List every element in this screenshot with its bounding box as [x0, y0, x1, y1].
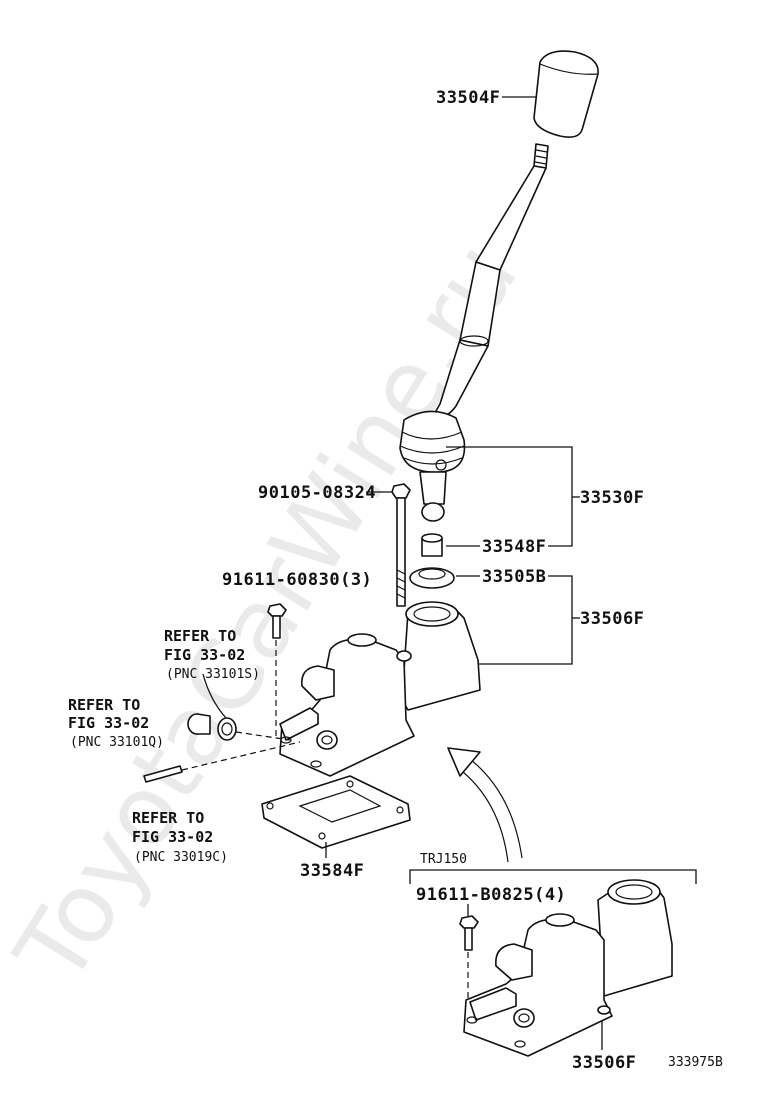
gasket[interactable] — [261, 775, 411, 849]
label-seal: 33505B — [482, 567, 546, 587]
shift-lever[interactable] — [431, 143, 549, 420]
label-knob: 33504F — [436, 88, 500, 108]
ref-note-33101s: REFER TO FIG 33-02 (PNC 33101S) — [164, 627, 260, 682]
trj-housing[interactable] — [463, 879, 673, 1057]
long-bolt[interactable] — [391, 483, 411, 607]
svg-text:(PNC 33101Q): (PNC 33101Q) — [70, 735, 164, 750]
label-housing-trj: 33506F — [572, 1053, 636, 1073]
svg-text:REFER TO: REFER TO — [132, 809, 204, 827]
label-gasket: 33584F — [300, 861, 364, 881]
pin[interactable] — [143, 765, 183, 783]
label-bolt-trj: 91611-B0825(4) — [416, 885, 566, 905]
svg-text:FIG 33-02: FIG 33-02 — [164, 646, 245, 664]
seal-ring[interactable] — [409, 567, 455, 589]
svg-text:(PNC 33019C): (PNC 33019C) — [134, 850, 228, 865]
washer[interactable] — [217, 717, 237, 741]
side-bolt[interactable] — [267, 603, 287, 639]
svg-text:FIG 33-02: FIG 33-02 — [68, 714, 149, 732]
ref-note-33019c: REFER TO FIG 33-02 (PNC 33019C) — [132, 809, 228, 865]
ref-note-33101q: REFER TO FIG 33-02 (PNC 33101Q) — [68, 696, 164, 750]
svg-text:REFER TO: REFER TO — [68, 696, 140, 714]
svg-text:(PNC 33101S): (PNC 33101S) — [166, 667, 260, 682]
label-lever-assy: 33530F — [580, 488, 644, 508]
variant-arrow — [447, 747, 523, 863]
label-bolt-side: 91611-60830(3) — [222, 570, 372, 590]
figure-id: 333975B — [668, 1055, 723, 1070]
svg-text:FIG 33-02: FIG 33-02 — [132, 828, 213, 846]
bushing[interactable] — [421, 533, 443, 557]
shift-knob[interactable] — [533, 50, 599, 138]
shift-housing[interactable] — [279, 601, 481, 777]
plug[interactable] — [187, 713, 211, 735]
label-bolt-top: 90105-08324 — [258, 483, 376, 503]
label-bushing: 33548F — [482, 537, 546, 557]
lever-ball-assembly[interactable] — [399, 410, 466, 522]
label-variant: TRJ150 — [420, 852, 467, 867]
svg-text:REFER TO: REFER TO — [164, 627, 236, 645]
label-housing: 33506F — [580, 609, 644, 629]
trj-bolt[interactable] — [459, 915, 479, 951]
